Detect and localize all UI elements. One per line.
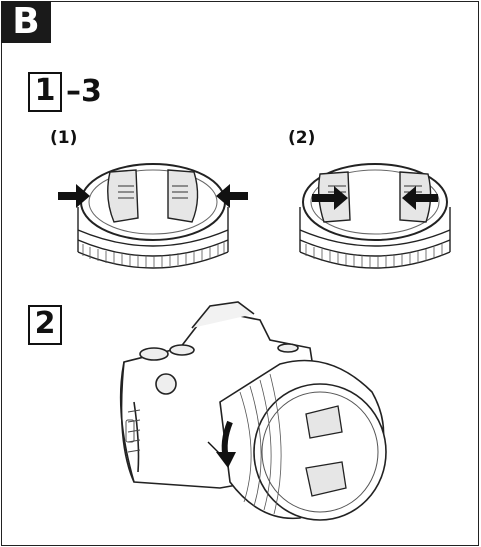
sub-step-label: (1) [50,128,78,148]
step-number: 2 [34,306,56,341]
step-number-box: 1 [28,72,62,112]
sub-step-label: (2) [288,128,316,148]
lens-cap-pinch-outer-tabs-illustration [58,163,248,269]
step-range-suffix: –3 [66,74,102,109]
step-number-box: 2 [28,305,62,345]
lens-cap-pinch-inner-tabs-illustration [299,163,451,269]
section-badge: B [1,1,51,43]
step-number: 1 [34,73,56,108]
camera-with-lens-rotate-illustration [119,301,387,521]
